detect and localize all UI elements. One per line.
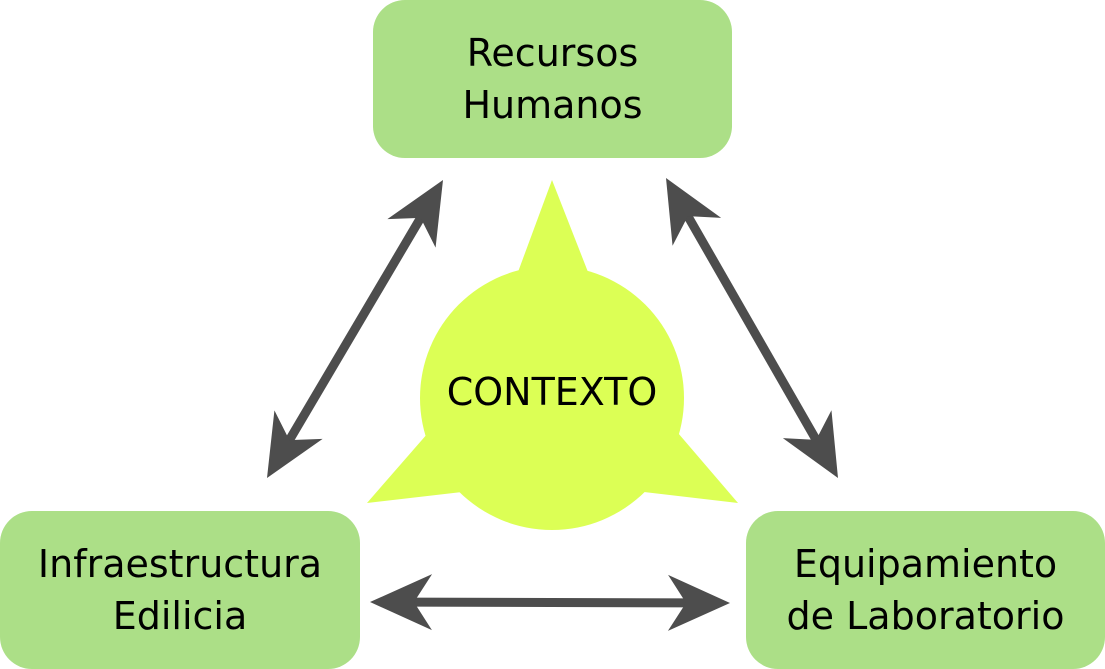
arrow-infraestructura-equipamiento bbox=[370, 574, 730, 631]
center-label: CONTEXTO bbox=[446, 370, 658, 414]
node-infraestructura-edilicia: Infraestructura Edilicia bbox=[0, 511, 360, 669]
node-label-line1: Equipamiento bbox=[793, 542, 1058, 586]
node-recursos-humanos: Recursos Humanos bbox=[373, 0, 732, 158]
arrow-shaft bbox=[681, 210, 823, 446]
arrowhead-icon bbox=[666, 178, 838, 478]
node-equipamiento-laboratorio: Equipamiento de Laboratorio bbox=[746, 511, 1105, 669]
arrowhead-icon bbox=[267, 180, 443, 478]
context-shape bbox=[367, 180, 738, 530]
arrow-shaft bbox=[409, 597, 691, 608]
node-label-line1: Recursos bbox=[466, 31, 639, 75]
arrow-recursos-equipamiento bbox=[666, 178, 838, 478]
node-label-line2: Edilicia bbox=[112, 594, 248, 638]
node-label-line2: de Laboratorio bbox=[786, 594, 1065, 638]
arrow-recursos-infraestructura bbox=[267, 180, 443, 478]
node-label-line1: Infraestructura bbox=[37, 542, 323, 586]
node-label-line2: Humanos bbox=[462, 83, 643, 127]
arrow-shaft bbox=[283, 212, 427, 446]
